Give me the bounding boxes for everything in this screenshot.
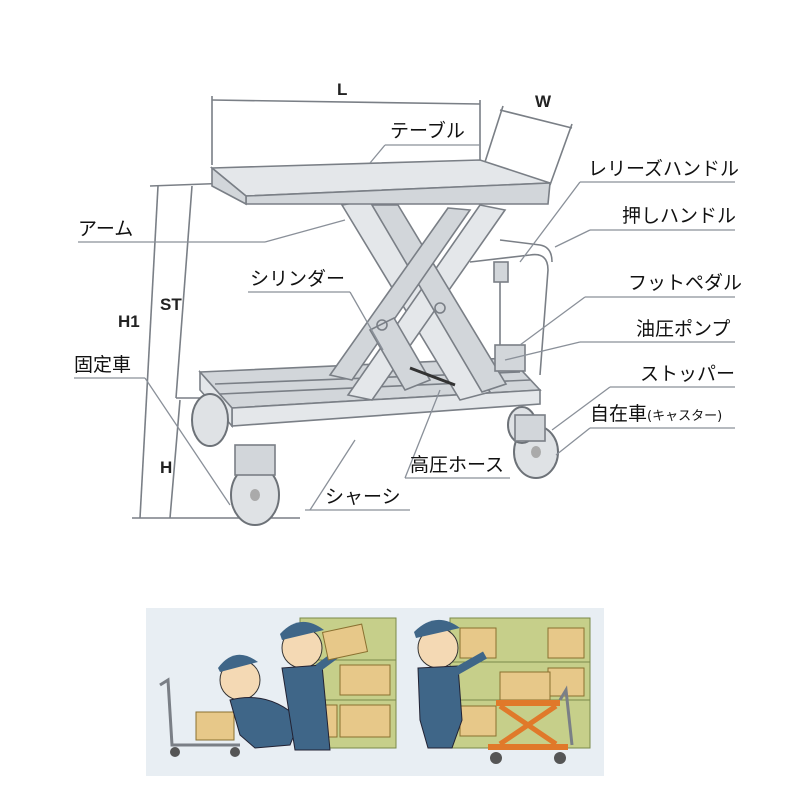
dimension-l-line xyxy=(211,96,481,165)
workers-left xyxy=(218,621,369,751)
dimension-st-label: ST xyxy=(160,295,182,314)
label-release-handle: レリーズハンドル xyxy=(588,158,740,180)
label-foot-pedal: フットペダル xyxy=(628,272,743,294)
hydraulic-cylinder xyxy=(368,316,456,391)
label-push-handle: 押しハンドル xyxy=(622,205,737,227)
dimension-w-label: W xyxy=(535,92,552,111)
label-caster-main: 自在車 xyxy=(590,403,648,425)
dimension-vertical-lines xyxy=(132,182,300,519)
push-handle xyxy=(469,239,553,376)
dimension-l-label: L xyxy=(337,80,348,99)
dimension-w-line xyxy=(484,105,573,186)
scissor-lift-drawing xyxy=(74,96,735,526)
label-stopper: ストッパー xyxy=(640,363,736,385)
label-chassis: シャーシ xyxy=(325,486,401,508)
label-hydraulic-pump: 油圧ポンプ xyxy=(636,318,731,340)
worker-right xyxy=(414,619,487,749)
table-platform xyxy=(209,159,551,206)
wheels xyxy=(191,393,559,526)
label-caster-sub: (キャスター) xyxy=(647,409,723,424)
label-cylinder: シリンダー xyxy=(250,268,346,290)
leader-lines xyxy=(74,144,735,511)
label-high-pressure-hose: 高圧ホース xyxy=(410,454,505,476)
label-fixed-wheel: 固定車 xyxy=(74,354,132,376)
label-arm: アーム xyxy=(78,218,134,240)
dimension-h1-label: H1 xyxy=(118,312,140,331)
label-table: テーブル xyxy=(390,120,465,142)
label-caster: 自在車(キャスター) xyxy=(590,405,722,424)
hand-truck xyxy=(159,677,240,757)
orange-lift-cart xyxy=(488,671,574,764)
dimension-h-label: H xyxy=(160,458,173,477)
